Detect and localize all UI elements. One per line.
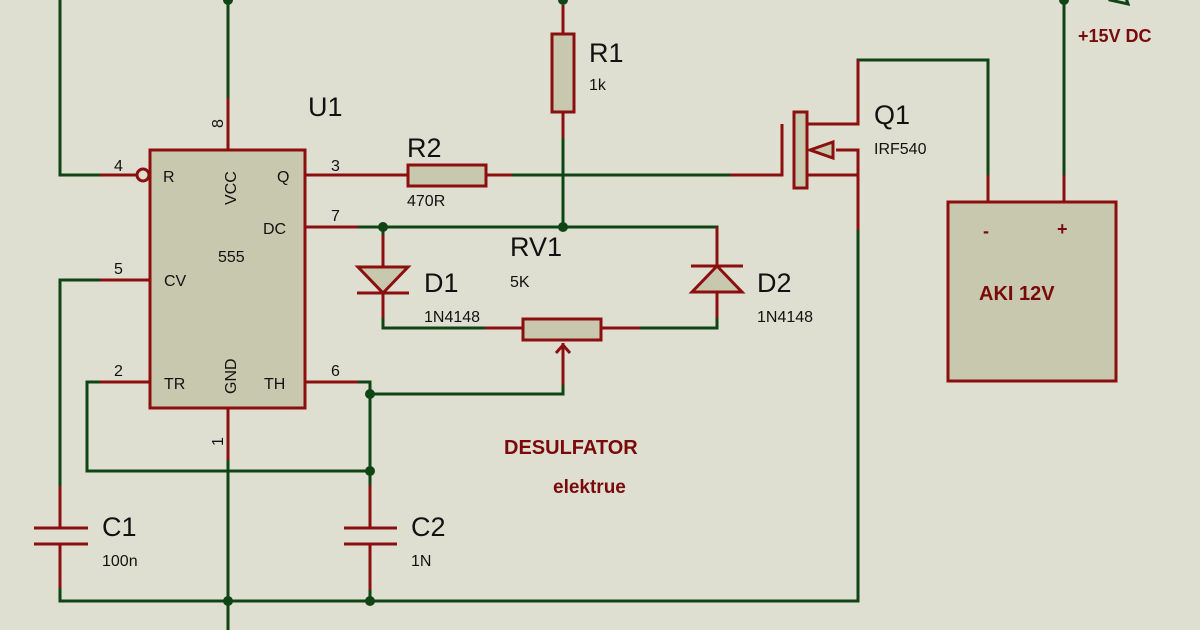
c2-ref: C2 [411,512,446,542]
junction-dot [558,0,568,5]
junction-dot [365,466,375,476]
wire-ground-bus [58,560,860,603]
pin-num-tr: 2 [114,363,123,380]
wire-reset [58,0,102,177]
battery-aki[interactable]: - + AKI 12V [946,175,1118,383]
supply-label: +15V DC [1078,26,1152,46]
rv1-ref: RV1 [510,232,562,262]
c1-ref: C1 [102,512,137,542]
q1-body-lead [836,148,860,178]
ic-555[interactable]: U1 555 4 R 8 VCC 3 Q 7 DC 5 CV 2 TR 6 TH… [100,92,358,460]
resistor-r1[interactable]: R1 1k [550,5,624,138]
c2-value: 1N [411,553,431,570]
junction-dot [378,222,388,232]
q1-gate-lead [730,124,784,177]
schematic-subtitle: elektrue [553,477,626,498]
potentiometer-rv1[interactable]: RV1 5K [485,232,640,385]
r1-ref: R1 [589,38,624,68]
pin-name-q: Q [277,169,289,186]
q1-value: IRF540 [874,141,927,158]
junction-dot [365,389,375,399]
pin-num-cv: 5 [114,261,123,278]
d1-triangle-icon [354,265,412,296]
wire-th-wiper [353,380,565,396]
junction-dot [223,596,233,606]
rv1-value: 5K [510,274,530,291]
d2-ref: D2 [757,268,792,298]
pin-num-reset: 4 [114,158,123,175]
junction-dot [558,222,568,232]
wire-cv-c1 [58,278,102,488]
reset-bubble-icon [135,167,151,183]
pin-name-gnd: GND [223,358,240,394]
q1-arrow-icon [805,139,835,161]
wire-d2-pot [638,313,719,330]
q1-source [808,173,860,230]
diode-d1[interactable]: D1 1N4148 [354,235,480,326]
capacitor-c2[interactable]: C2 1N [344,485,446,590]
pin-name-vcc: VCC [223,171,240,205]
schematic-title: DESULFATOR [504,437,638,459]
r1-body [550,32,576,114]
resistor-r2[interactable]: R2 470R [358,133,512,210]
junctions [223,0,1069,606]
diode-d2[interactable]: D2 1N4148 [688,227,813,326]
rv1-body [521,317,603,342]
pin-num-vcc: 8 [210,119,227,128]
pin-num-gnd: 1 [210,437,227,446]
d1-ref: D1 [424,268,459,298]
supply-terminal-icon [1108,0,1131,7]
r2-body [406,163,488,188]
wire-d1-pot [381,313,487,330]
pin-name-cv: CV [164,273,187,290]
r2-value: 470R [407,193,445,210]
q1-ref: Q1 [874,100,910,130]
junction-dot [1059,0,1069,5]
battery-label: AKI 12V [979,283,1055,305]
battery-body [946,200,1118,383]
d2-value: 1N4148 [757,309,813,326]
junction-dot [365,596,375,606]
battery-plus-label: + [1057,219,1068,239]
wiper-arrow-icon [554,342,572,354]
d2-triangle-icon [688,263,746,294]
q1-drain [808,60,860,126]
junction-dot [223,0,233,5]
d1-value: 1N4148 [424,309,480,326]
r2-ref: R2 [407,133,442,163]
pin-name-tr: TR [164,376,185,393]
pin-num-th: 6 [331,363,340,380]
battery-minus-label: - [983,221,989,241]
u1-ref: U1 [308,92,343,122]
c1-value: 100n [102,553,138,570]
pin-name-th: TH [264,376,285,393]
pin-num-dc: 7 [331,208,340,225]
q1-channel [792,110,809,190]
r1-value: 1k [589,77,607,94]
pin-num-q: 3 [331,158,340,175]
pin-name-reset: R [163,169,175,186]
pin-name-dc: DC [263,221,286,238]
capacitor-c1[interactable]: C1 100n [34,486,138,588]
u1-value: 555 [218,249,245,266]
mosfet-q1[interactable]: Q1 IRF540 [730,60,927,230]
